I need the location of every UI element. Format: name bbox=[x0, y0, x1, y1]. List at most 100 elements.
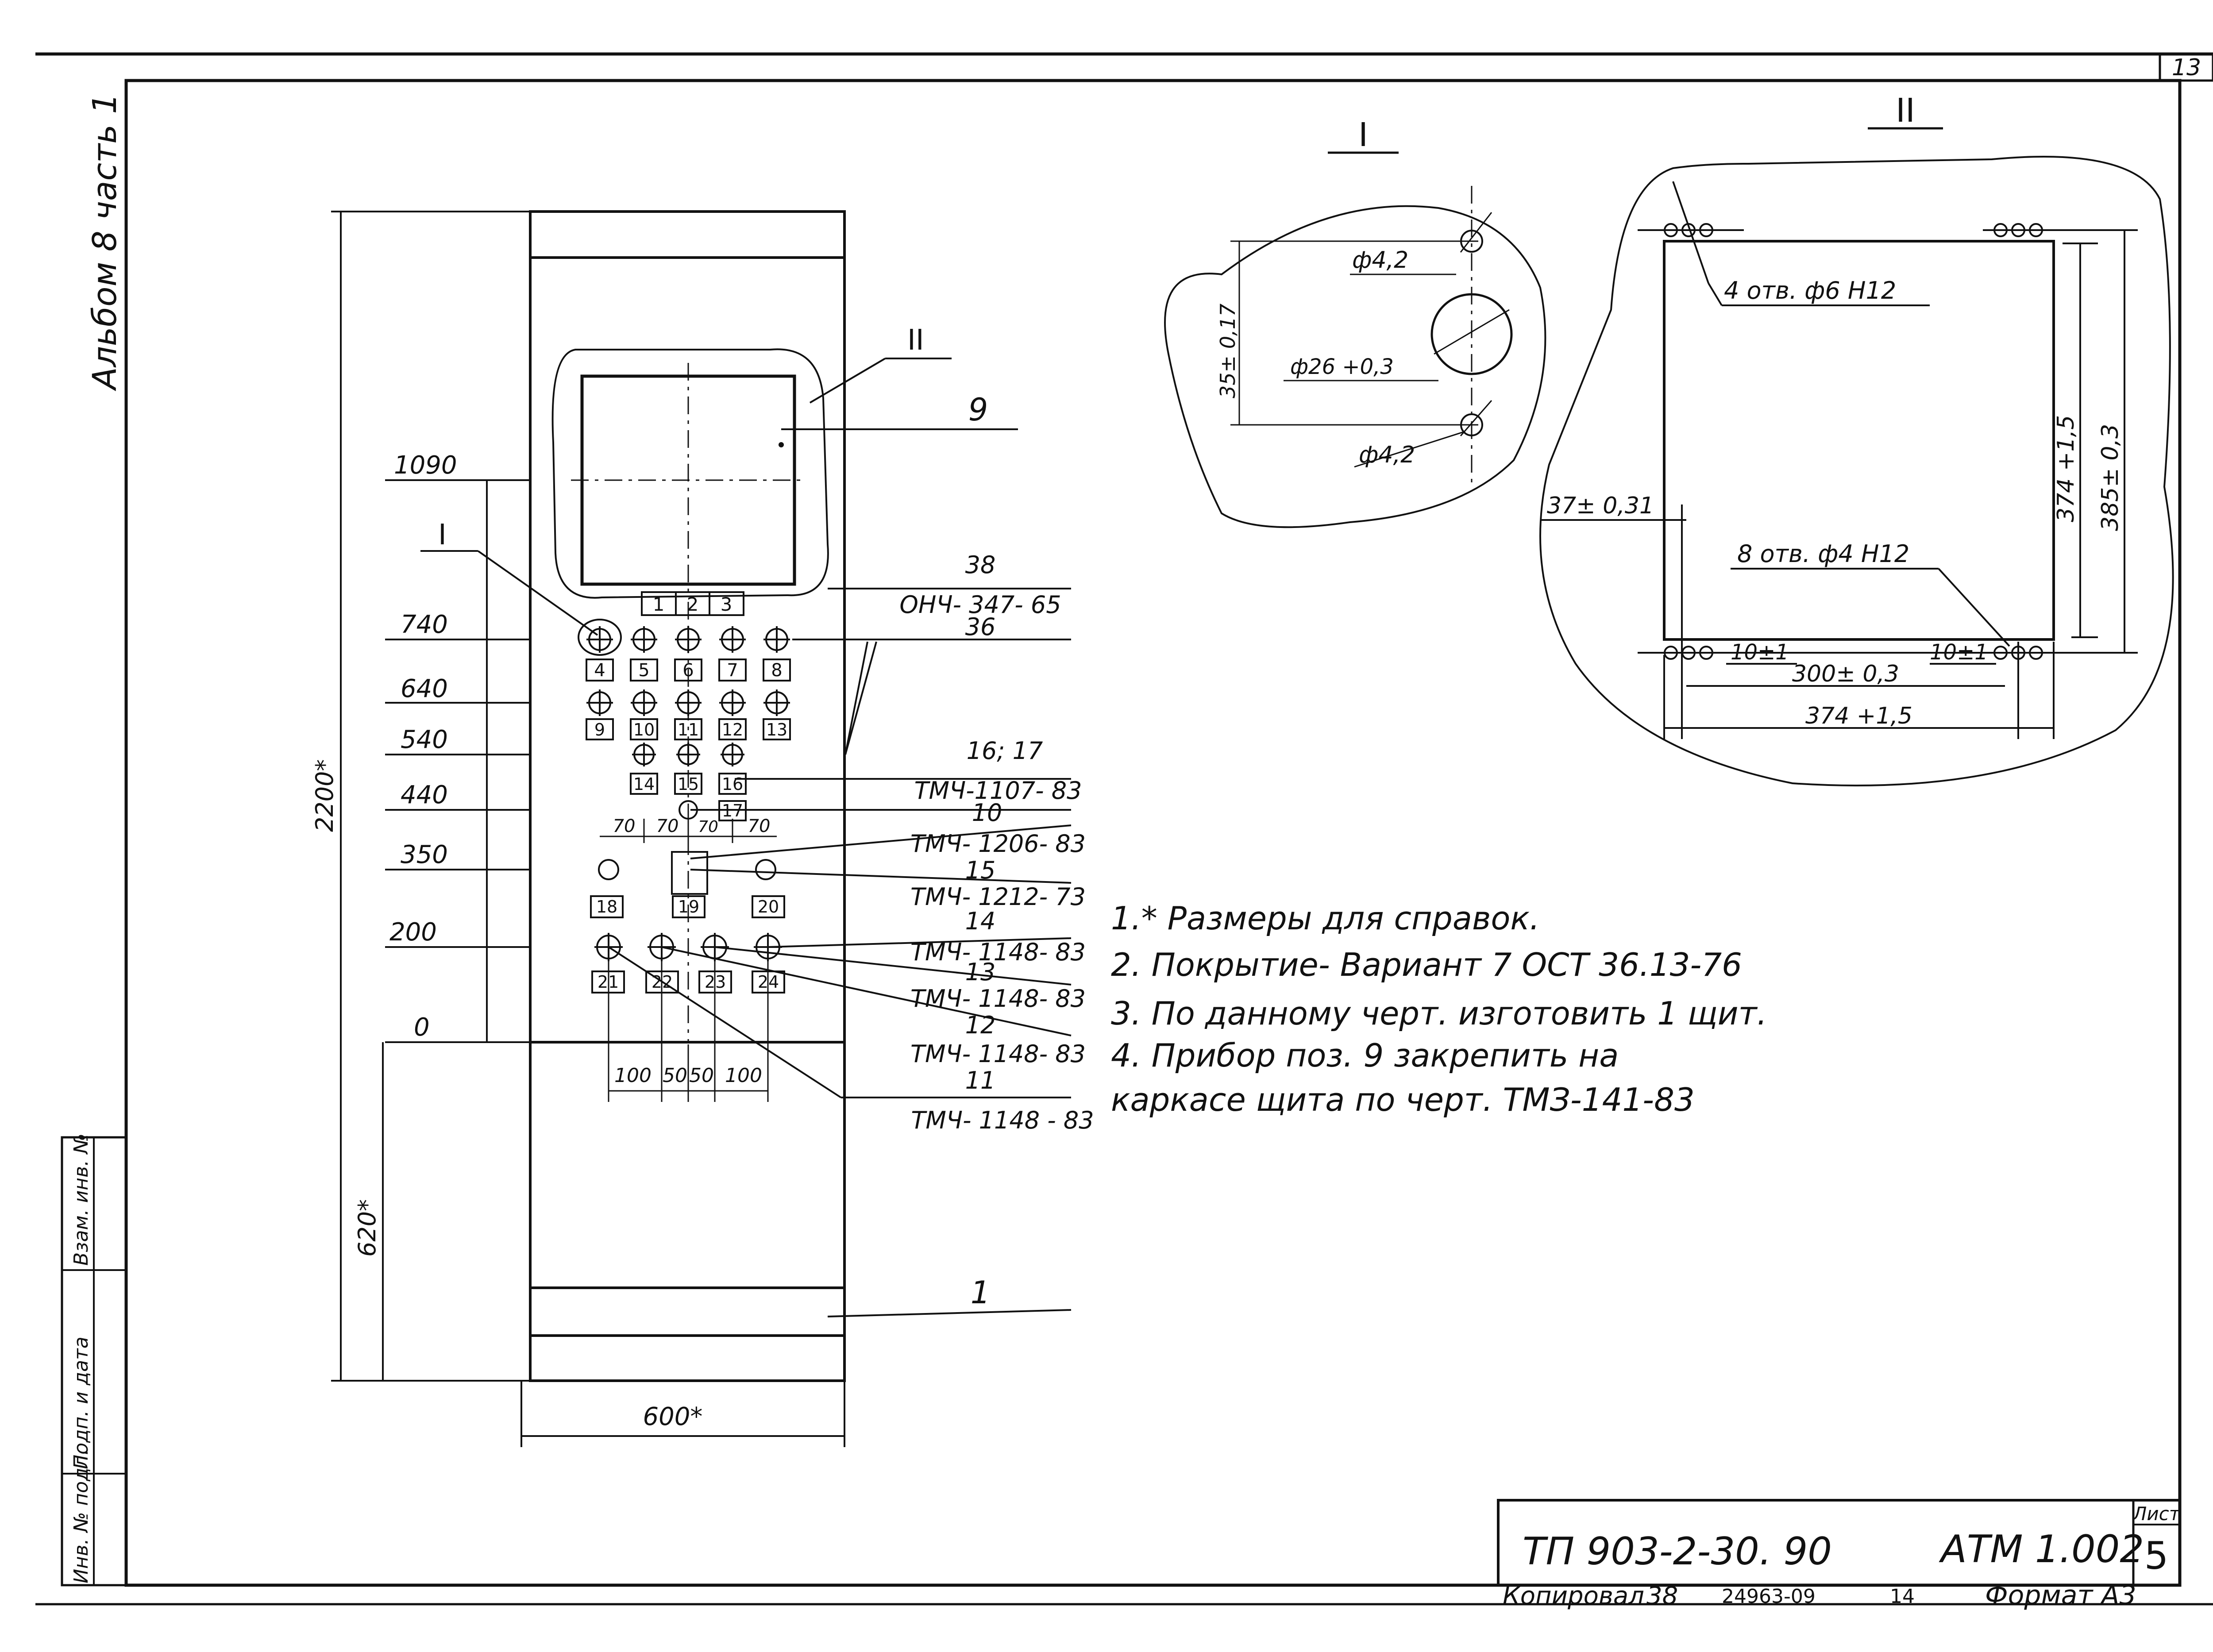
spacing-70-4: 70 bbox=[748, 816, 771, 836]
detail-II-holes-8: 8 отв. ф4 Н12 bbox=[1737, 540, 1909, 568]
callout-labels: 38 ОНЧ- 347- 65 36 16; 17 ТМЧ-1107- 83 1… bbox=[899, 551, 1094, 1134]
detail-I-hole-bottom: ф4,2 bbox=[1359, 442, 1415, 468]
label-pos-2: 2 bbox=[687, 593, 699, 615]
bottom-spacing-100-right: 100 bbox=[725, 1064, 762, 1087]
archive-sheet: 14 bbox=[1890, 1585, 1915, 1608]
sheet-label: Лист bbox=[2132, 1503, 2181, 1525]
detail-II-dim-10-right: 10±1 bbox=[1930, 640, 1988, 665]
level-labels: 1090 740 640 540 440 350 200 0 bbox=[389, 451, 457, 1042]
copied-label: Копировал bbox=[1503, 1582, 1644, 1610]
detail-II-holes-4: 4 отв. ф6 Н12 bbox=[1724, 277, 1896, 304]
level-440: 440 bbox=[401, 781, 448, 809]
pos-9-callout: 9 bbox=[779, 392, 1018, 447]
detail-I-title: I bbox=[1358, 116, 1368, 154]
label-pos-8: 8 bbox=[771, 660, 782, 681]
callout-I: I bbox=[420, 519, 622, 656]
callout-0-pos: 38 bbox=[965, 551, 996, 579]
detail-II-boundary bbox=[551, 348, 829, 599]
label-pos-15: 15 bbox=[678, 774, 699, 794]
label-pos-16: 16 bbox=[722, 774, 743, 794]
detail-II-dim-374-bottom: 374 +1,5 bbox=[1805, 703, 1912, 729]
note-1: 1.* Размеры для справок. bbox=[1111, 900, 1540, 937]
stamp-inv-podl: Инв. № подл. bbox=[70, 1449, 93, 1583]
detail-II-dim-385: 385± 0,3 bbox=[2097, 424, 2124, 531]
callout-2-doc: ТМЧ-1107- 83 bbox=[914, 777, 1082, 805]
row-3-labels: 9 10 11 12 13 bbox=[586, 718, 791, 740]
callout-I-label: I bbox=[438, 519, 447, 551]
row-5-labels: 18 19 20 bbox=[590, 895, 785, 918]
note-3: 3. По данному черт. изготовить 1 щит. bbox=[1111, 995, 1767, 1032]
callout-8-pos: 11 bbox=[965, 1067, 996, 1094]
detail-II-dim-374-side: 374 +1,5 bbox=[2053, 415, 2079, 522]
callout-4-doc: ТМЧ- 1212- 73 bbox=[910, 883, 1086, 911]
row-1-labels: 1 2 3 bbox=[641, 591, 744, 616]
level-200: 200 bbox=[389, 918, 437, 947]
label-pos-13: 13 bbox=[766, 720, 787, 739]
callout-4-pos: 15 bbox=[965, 856, 996, 884]
stamp-vzam-inv: Взам. инв. № bbox=[70, 1133, 93, 1266]
callout-1-pos: 36 bbox=[965, 613, 996, 641]
callout-8-doc: ТМЧ- 1148 - 83 bbox=[911, 1106, 1094, 1134]
sheet-number: 5 bbox=[2144, 1534, 2169, 1578]
format-label: Формат А3 bbox=[1985, 1580, 2136, 1611]
detail-II: II bbox=[1539, 92, 2174, 786]
bottom-spacing-100-left: 100 bbox=[614, 1064, 652, 1087]
level-1090: 1090 bbox=[394, 451, 457, 480]
bottom-spacing-dims: 100 50 50 100 bbox=[608, 960, 769, 1102]
bottom-spacing-50-left: 50 bbox=[663, 1064, 687, 1087]
detail-I: I ф4,2 ф26 +0,3 ф4,2 35± 0,17 bbox=[1164, 116, 1546, 528]
spacing-70-dims: 70 70 70 70 bbox=[600, 816, 777, 843]
panel-height-label: 2200* bbox=[311, 759, 339, 832]
spacing-70-3: 70 bbox=[698, 818, 718, 836]
note-4: 4. Прибор поз. 9 закрепить на bbox=[1111, 1037, 1619, 1074]
label-pos-19: 19 bbox=[678, 897, 699, 916]
album-label: Альбом 8 часть 1 bbox=[86, 93, 124, 391]
label-pos-10: 10 bbox=[633, 720, 655, 739]
level-740: 740 bbox=[401, 610, 448, 639]
panel-bottom-height-label: 620* bbox=[353, 1199, 381, 1257]
device-row-640 bbox=[586, 689, 790, 716]
level-540: 540 bbox=[401, 725, 448, 754]
archive-number: 24963-09 bbox=[1722, 1585, 1816, 1608]
label-pos-4: 4 bbox=[594, 660, 605, 681]
row-2-labels: 4 5 6 7 8 bbox=[586, 658, 791, 682]
detail-I-hole-center: ф26 +0,3 bbox=[1290, 354, 1394, 379]
callout-3-pos: 10 bbox=[972, 799, 1002, 827]
label-pos-3: 3 bbox=[721, 593, 733, 615]
device-row-350 bbox=[598, 851, 776, 895]
label-pos-11: 11 bbox=[678, 720, 699, 739]
stamp-sign-date: Подп. и дата bbox=[70, 1336, 93, 1469]
panel-dimensions bbox=[331, 211, 845, 1447]
bottom-spacing-50-right: 50 bbox=[689, 1064, 714, 1087]
label-pos-18: 18 bbox=[596, 897, 617, 916]
device-row-540 bbox=[632, 743, 744, 766]
callout-0-doc: ОНЧ- 347- 65 bbox=[899, 591, 1061, 619]
copier-sign: 38 bbox=[1646, 1582, 1678, 1610]
callout-leaders bbox=[608, 588, 1072, 1098]
callout-II-label: II bbox=[907, 324, 924, 357]
label-pos-1: 1 bbox=[653, 593, 665, 615]
callout-2-pos: 16; 17 bbox=[967, 737, 1043, 765]
pos-1-callout: 1 bbox=[827, 1275, 1072, 1317]
spacing-70-1: 70 bbox=[613, 816, 636, 836]
notes: 1.* Размеры для справок. 2. Покрытие- Ва… bbox=[1111, 900, 1767, 1118]
label-pos-20: 20 bbox=[758, 897, 779, 916]
detail-I-dim: 35± 0,17 bbox=[1216, 304, 1240, 398]
label-pos-6: 6 bbox=[682, 660, 694, 681]
label-pos-5: 5 bbox=[638, 660, 649, 681]
callout-II: II bbox=[809, 324, 952, 404]
panel-width-label: 600* bbox=[643, 1402, 703, 1431]
detail-II-title: II bbox=[1896, 92, 1915, 130]
label-pos-9: 9 bbox=[594, 720, 605, 739]
spacing-70-2: 70 bbox=[656, 816, 679, 836]
doc-number: ТП 903-2-30. 90 bbox=[1523, 1529, 1832, 1574]
callout-3-doc: ТМЧ- 1206- 83 bbox=[910, 830, 1086, 858]
callout-7-pos: 12 bbox=[965, 1011, 996, 1039]
panel-front-view bbox=[529, 210, 846, 1382]
callout-5-pos: 14 bbox=[965, 907, 996, 935]
label-pos-14: 14 bbox=[633, 774, 655, 794]
pos-9-label: 9 bbox=[968, 392, 988, 428]
detail-II-left-offset: 37± 0,31 bbox=[1547, 493, 1654, 519]
note-2: 2. Покрытие- Вариант 7 ОСТ 36.13-76 bbox=[1111, 946, 1742, 983]
